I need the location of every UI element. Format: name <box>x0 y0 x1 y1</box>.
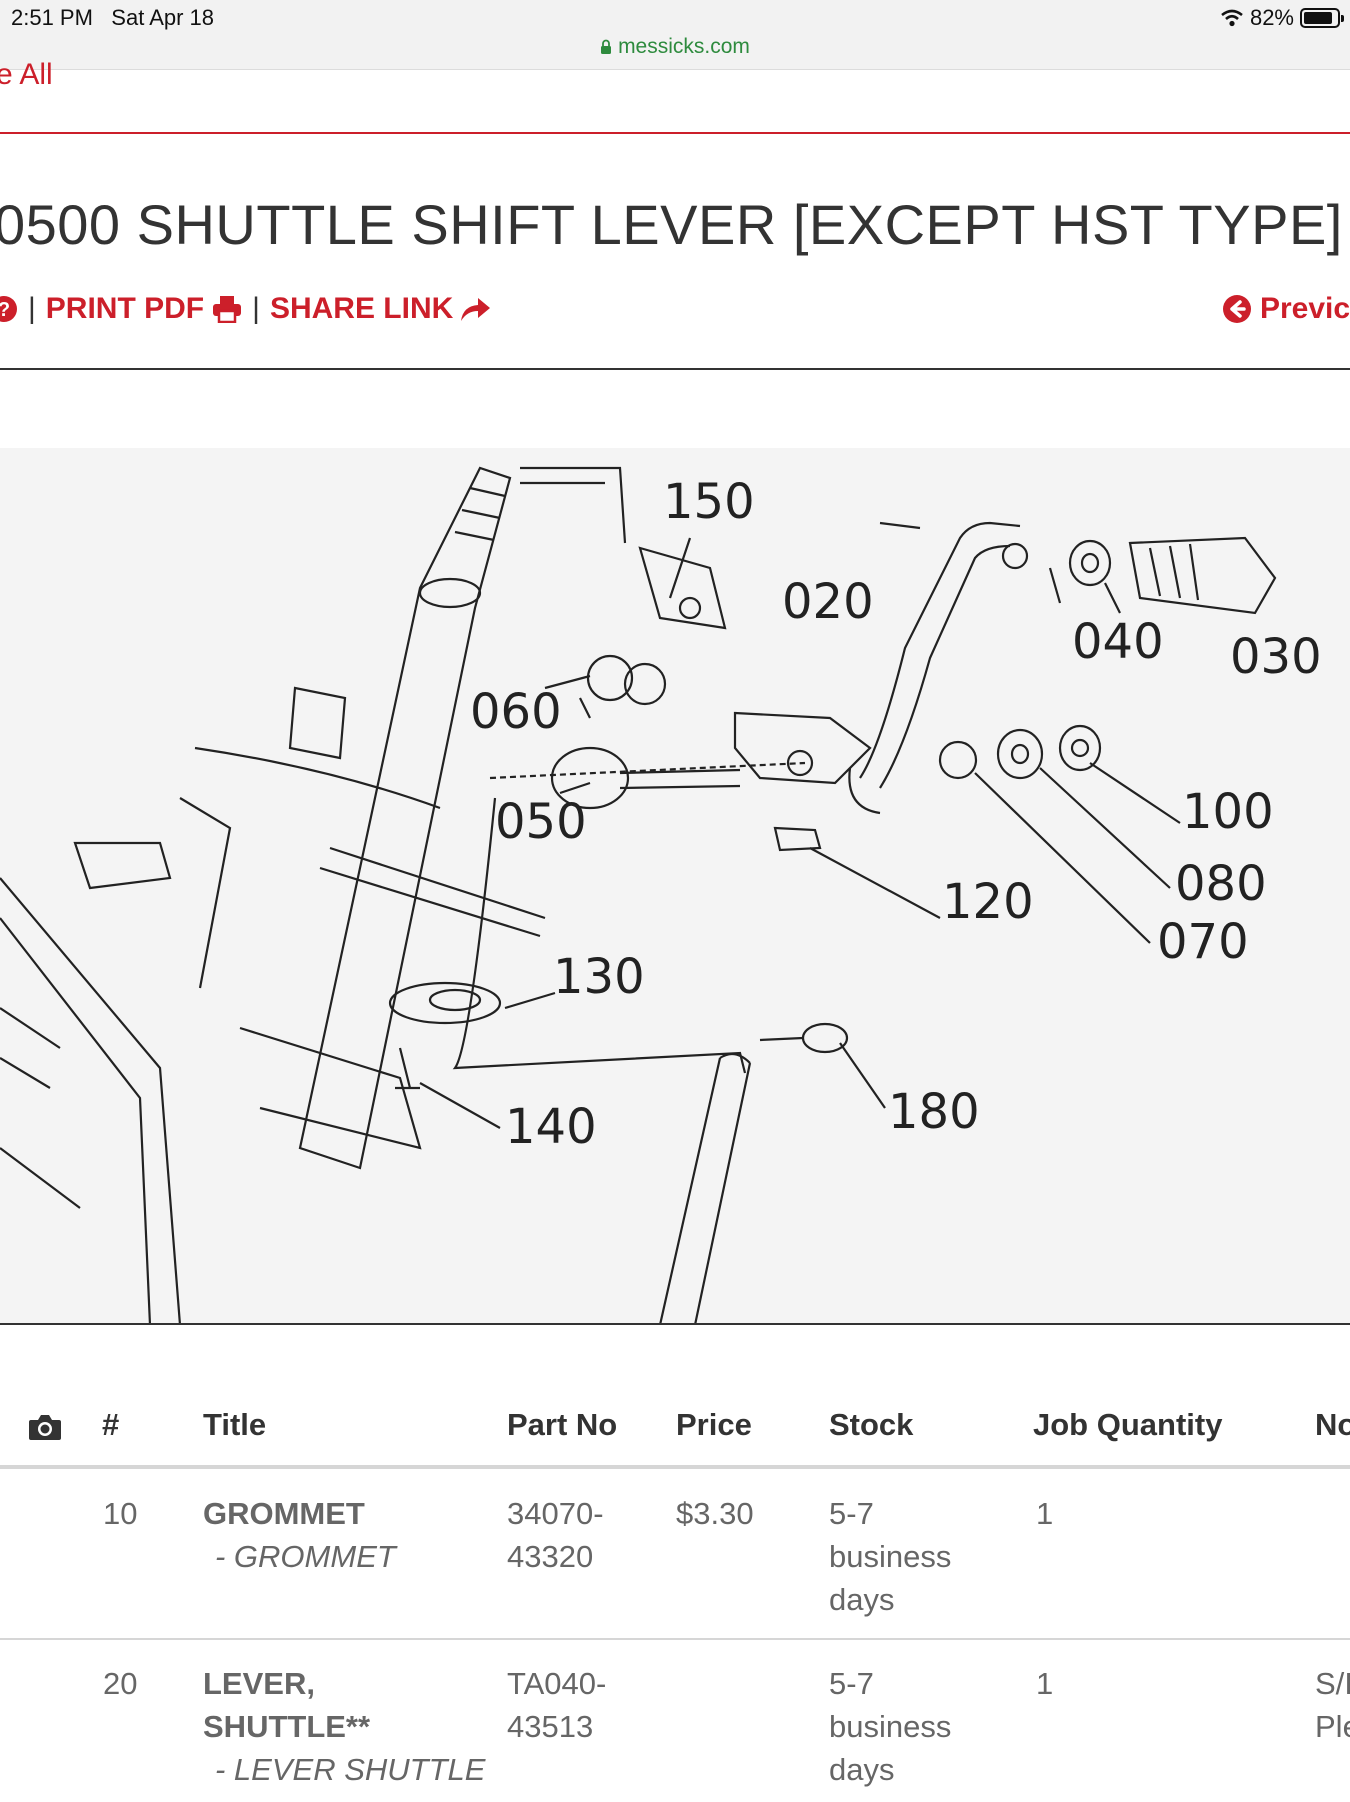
callout-130: 130 <box>553 949 645 1005</box>
notes-line-2: Ple <box>1315 1709 1350 1744</box>
stock-line-2: business <box>829 1539 952 1574</box>
action-separator: | <box>252 292 260 325</box>
callout-100: 100 <box>1182 784 1274 840</box>
lever-knob <box>1128 536 1277 615</box>
callout-080: 080 <box>1175 856 1267 912</box>
action-bar: ? | PRINT PDF | SHARE LINK <box>0 292 491 326</box>
row-number: 10 <box>103 1496 138 1531</box>
stock-line-1: 5-7 <box>829 1666 874 1701</box>
parts-diagram: 150 020 040 030 060 050 100 080 120 070 … <box>0 448 1350 1326</box>
lock-icon <box>601 39 612 54</box>
callout-020: 020 <box>782 574 874 630</box>
part-notes: S/I Ple <box>1315 1662 1350 1748</box>
see-all-link[interactable]: e All <box>0 58 53 91</box>
frame <box>0 877 182 1326</box>
shift-lever <box>859 521 1021 789</box>
callout-120: 120 <box>942 874 1034 930</box>
toolbar-divider <box>0 368 1350 370</box>
table-row[interactable]: 10 GROMMET - GROMMET 34070- 43320 $3.30 … <box>0 1492 1350 1632</box>
print-pdf-button[interactable]: PRINT PDF <box>46 292 242 326</box>
action-separator: | <box>28 292 36 325</box>
column-header-title[interactable]: Title <box>203 1407 267 1442</box>
share-arrow-icon <box>461 298 491 321</box>
callout-140: 140 <box>505 1099 597 1155</box>
address-bar[interactable]: messicks.com <box>0 34 1350 70</box>
table-header: # Title Part No Price Stock Job Quantity… <box>0 1395 1350 1465</box>
battery-percent: 82% <box>1249 5 1294 30</box>
row-divider <box>0 1638 1350 1640</box>
part-number-line-2: 43513 <box>507 1709 594 1744</box>
bracket-plate <box>733 711 872 785</box>
print-pdf-label: PRINT PDF <box>45 292 205 325</box>
part-title[interactable]: GROMMET <box>203 1496 365 1531</box>
printer-icon <box>213 296 242 323</box>
column-header-job-quantity[interactable]: Job Quantity <box>1033 1407 1223 1442</box>
row-title[interactable]: LEVER, SHUTTLE** - LEVER SHUTTLE <box>203 1662 485 1791</box>
part-title-line-2[interactable]: SHUTTLE** <box>203 1709 371 1744</box>
table-header-divider <box>0 1465 1350 1469</box>
callout-180: 180 <box>888 1084 980 1140</box>
diagram-drawing: 150 020 040 030 060 050 100 080 120 070 … <box>0 466 1322 1326</box>
column-header-price[interactable]: Price <box>676 1407 752 1442</box>
column-header-notes[interactable]: No <box>1315 1407 1350 1442</box>
previous-button[interactable]: Previc <box>1222 292 1350 326</box>
row-number: 20 <box>103 1666 138 1701</box>
callout-150: 150 <box>663 474 755 530</box>
callout-070: 070 <box>1157 914 1249 970</box>
callout-040: 040 <box>1072 614 1164 670</box>
previous-label: Previc <box>1260 292 1350 325</box>
shift-rod <box>658 1057 752 1326</box>
part-number-line-1: TA040- <box>507 1666 607 1701</box>
part-number-line-2: 43320 <box>507 1539 594 1574</box>
job-quantity[interactable]: 1 <box>1036 1666 1054 1701</box>
callout-060: 060 <box>470 684 562 740</box>
row-title[interactable]: GROMMET - GROMMET <box>203 1492 396 1578</box>
status-date: Sat Apr 18 <box>111 5 215 30</box>
status-bar: 2:51 PM Sat Apr 18 82% <box>0 0 1350 34</box>
wifi-icon <box>1221 9 1243 27</box>
url-display[interactable]: messicks.com <box>600 34 750 60</box>
bracket-150 <box>638 546 727 630</box>
callout-050: 050 <box>495 794 587 850</box>
column-header-number[interactable]: # <box>102 1407 120 1442</box>
part-number-line-1: 34070- <box>507 1496 604 1531</box>
share-link-button[interactable]: SHARE LINK <box>270 292 491 326</box>
stock-line-2: business <box>829 1709 952 1744</box>
stock-status: 5-7 business days <box>829 1492 951 1621</box>
header-divider <box>0 132 1350 134</box>
status-time: 2:51 PM Sat Apr 18 <box>11 5 214 31</box>
stock-line-3: days <box>829 1752 895 1787</box>
callout-030: 030 <box>1230 629 1322 685</box>
part-number: TA040- 43513 <box>507 1662 606 1748</box>
share-link-label: SHARE LINK <box>269 292 454 325</box>
help-icon[interactable]: ? <box>0 295 18 323</box>
battery-icon <box>1300 8 1344 28</box>
status-clock: 2:51 PM <box>11 5 93 30</box>
part-subtitle: - GROMMET <box>215 1539 396 1574</box>
part-price: $3.30 <box>676 1496 754 1531</box>
url-text: messicks.com <box>618 35 750 58</box>
arrow-left-circle-icon <box>1223 295 1251 323</box>
column-header-stock[interactable]: Stock <box>829 1407 914 1442</box>
diagram-divider <box>0 1323 1350 1325</box>
svg-text:?: ? <box>0 299 10 321</box>
stock-status: 5-7 business days <box>829 1662 951 1791</box>
page-title: 0500 SHUTTLE SHIFT LEVER [EXCEPT HST TYP… <box>0 193 1343 256</box>
grommet <box>388 981 502 1025</box>
camera-icon[interactable] <box>28 1413 62 1441</box>
notes-line-1: S/I <box>1315 1666 1350 1701</box>
job-quantity[interactable]: 1 <box>1036 1496 1054 1531</box>
part-title-line-1[interactable]: LEVER, <box>203 1666 315 1701</box>
status-indicators: 82% <box>1220 5 1344 31</box>
steering-column <box>298 466 512 1170</box>
stock-line-1: 5-7 <box>829 1496 874 1531</box>
table-row[interactable]: 20 LEVER, SHUTTLE** - LEVER SHUTTLE TA04… <box>0 1662 1350 1802</box>
stock-line-3: days <box>829 1582 895 1617</box>
part-subtitle: - LEVER SHUTTLE <box>215 1752 486 1787</box>
column-header-part-no[interactable]: Part No <box>507 1407 618 1442</box>
part-number: 34070- 43320 <box>507 1492 604 1578</box>
